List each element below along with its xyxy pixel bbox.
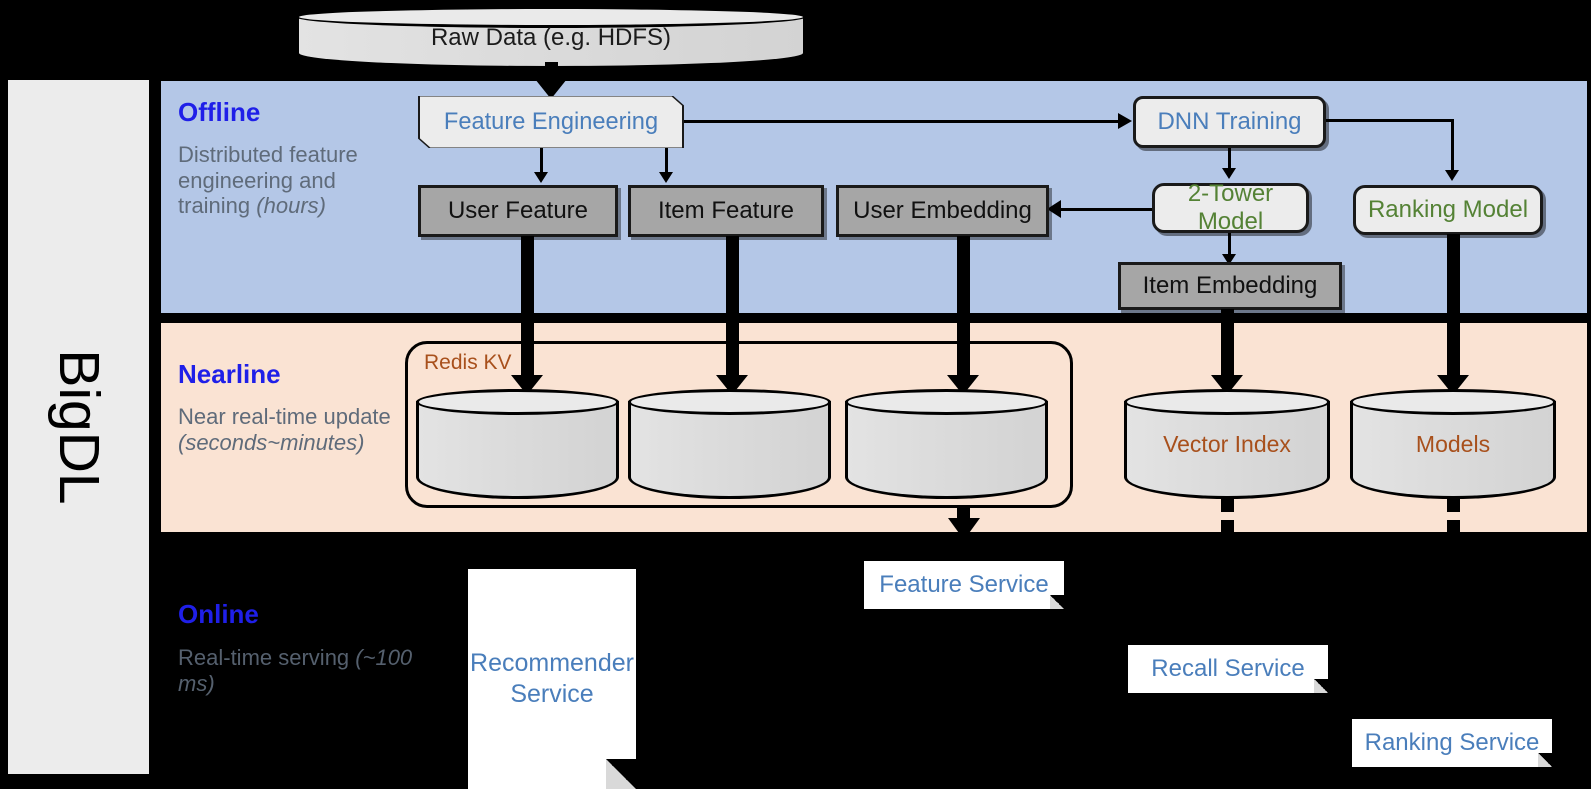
offline-desc-em: (hours) bbox=[256, 193, 326, 219]
page-fold-icon bbox=[1314, 679, 1328, 693]
page-fold-icon bbox=[606, 759, 636, 789]
arrowhead-rawdata-fe bbox=[535, 79, 567, 99]
band-offline-title: Offline bbox=[178, 97, 261, 127]
store-item-feature bbox=[628, 389, 831, 499]
arrowhead-fe-userfeature bbox=[534, 172, 548, 183]
pipe-userembedding-kv3 bbox=[957, 236, 970, 382]
node-recall-service[interactable]: Recall Service bbox=[1128, 645, 1328, 693]
models-label: Models bbox=[1415, 430, 1491, 457]
band-online-description: Real-time serving (~100 ms) bbox=[178, 645, 413, 696]
connector-vectorindex-recall-stub2 bbox=[1221, 520, 1234, 533]
cylinder-body bbox=[628, 401, 831, 499]
cylinder-top bbox=[845, 389, 1048, 415]
cylinder-body bbox=[1124, 401, 1330, 499]
node-2-tower-model[interactable]: 2-Tower Model bbox=[1152, 180, 1309, 235]
recommender-service-label: Recommender Service bbox=[470, 648, 634, 708]
item-embedding-label: Item Embedding bbox=[1142, 272, 1318, 299]
connector-2tower-userembedding bbox=[1053, 208, 1153, 211]
ranking-model-label: Ranking Model bbox=[1367, 196, 1529, 223]
node-feature-engineering[interactable]: Feature Engineering bbox=[419, 96, 683, 148]
node-ranking-model[interactable]: Ranking Model bbox=[1353, 185, 1543, 235]
band-nearline-title: Nearline bbox=[178, 359, 281, 389]
page-fold-icon bbox=[1538, 753, 1552, 767]
arrowhead-dnn-ranking bbox=[1445, 170, 1459, 181]
online-desc-text: Real-time serving bbox=[178, 645, 356, 670]
bigdl-label: BigDL bbox=[46, 349, 111, 505]
arrowhead-fe-itemfeature bbox=[659, 172, 673, 183]
cylinder-body bbox=[845, 401, 1048, 499]
2-tower-model-label: 2-Tower Model bbox=[1187, 180, 1274, 235]
arrowhead-2tower-itemembedding bbox=[1222, 254, 1236, 265]
redis-kv-label: Redis KV bbox=[424, 351, 512, 374]
node-item-embedding[interactable]: Item Embedding bbox=[1118, 262, 1342, 310]
connector-fe-userfeature bbox=[540, 148, 543, 174]
node-item-feature[interactable]: Item Feature bbox=[628, 185, 824, 237]
arrowhead-fe-dnn bbox=[1118, 113, 1132, 129]
redis-kv-container bbox=[405, 341, 1073, 508]
raw-data-store: Raw Data (e.g. HDFS) bbox=[296, 6, 806, 69]
cylinder-top bbox=[1124, 389, 1330, 415]
connector-rediskv-featureservice-stub bbox=[957, 508, 970, 521]
band-online-title: Online bbox=[178, 599, 259, 629]
arrowhead-dnn-2tower bbox=[1222, 168, 1236, 179]
item-feature-label: Item Feature bbox=[657, 197, 795, 224]
recall-service-label: Recall Service bbox=[1151, 655, 1305, 682]
connector-dnn-2tower bbox=[1228, 148, 1231, 170]
bigdl-rail: BigDL bbox=[5, 77, 152, 777]
feature-service-label: Feature Service bbox=[879, 571, 1049, 598]
cylinder-body bbox=[416, 401, 619, 499]
connector-dnn-ranking-h bbox=[1326, 119, 1454, 122]
node-dnn-training[interactable]: DNN Training bbox=[1133, 96, 1326, 148]
pipe-itemembedding-vectorindex bbox=[1221, 309, 1234, 381]
connector-models-ranking-stub1 bbox=[1447, 499, 1460, 512]
cylinder-body bbox=[1350, 401, 1556, 499]
connector-models-ranking-stub2 bbox=[1447, 520, 1460, 533]
dnn-training-label: DNN Training bbox=[1157, 108, 1302, 135]
vector-index-label: Vector Index bbox=[1163, 430, 1291, 457]
user-embedding-label: User Embedding bbox=[853, 197, 1032, 224]
store-vector-index: Vector Index bbox=[1124, 389, 1330, 499]
connector-fe-itemfeature bbox=[665, 148, 668, 174]
store-user-embedding bbox=[845, 389, 1048, 499]
pipe-userfeature-kv1 bbox=[521, 236, 534, 382]
band-nearline-description: Near real-time update (seconds~minutes) bbox=[178, 404, 413, 455]
pipe-itemfeature-kv2 bbox=[726, 236, 739, 382]
nearline-desc-text: Near real-time update bbox=[178, 404, 391, 429]
cylinder-top bbox=[416, 389, 619, 415]
connector-2tower-itemembedding bbox=[1228, 233, 1231, 258]
online-desc-em: (~100 ms) bbox=[178, 645, 413, 696]
node-user-embedding[interactable]: User Embedding bbox=[836, 185, 1049, 237]
pipe-rankingmodel-models bbox=[1447, 234, 1460, 381]
band-offline-description: Distributed feature engineering and trai… bbox=[178, 142, 413, 219]
cylinder-top bbox=[628, 389, 831, 415]
connector-rawdata-fe bbox=[545, 62, 558, 84]
arrowhead-rediskv-featureservice bbox=[948, 518, 980, 540]
ranking-service-label: Ranking Service bbox=[1364, 729, 1540, 756]
connector-vectorindex-recall-stub1 bbox=[1221, 499, 1234, 512]
feature-engineering-label: Feature Engineering bbox=[443, 108, 659, 135]
store-models: Models bbox=[1350, 389, 1556, 499]
connector-fe-dnn bbox=[684, 120, 1122, 123]
node-feature-service[interactable]: Feature Service bbox=[864, 561, 1064, 609]
user-feature-label: User Feature bbox=[447, 197, 589, 224]
node-user-feature[interactable]: User Feature bbox=[418, 185, 618, 237]
connector-dnn-ranking-v bbox=[1451, 119, 1454, 171]
page-fold-icon bbox=[1050, 595, 1064, 609]
node-recommender-service[interactable]: Recommender Service bbox=[468, 569, 636, 789]
cylinder-top bbox=[296, 6, 806, 28]
cylinder-top bbox=[1350, 389, 1556, 415]
arrowhead-2tower-userembedding bbox=[1047, 200, 1061, 218]
node-ranking-service[interactable]: Ranking Service bbox=[1352, 719, 1552, 767]
offline-desc-text: Distributed feature engineering and trai… bbox=[178, 142, 358, 219]
nearline-desc-em: (seconds~minutes) bbox=[178, 429, 365, 455]
store-user-feature bbox=[416, 389, 619, 499]
raw-data-label: Raw Data (e.g. HDFS) bbox=[430, 23, 672, 51]
